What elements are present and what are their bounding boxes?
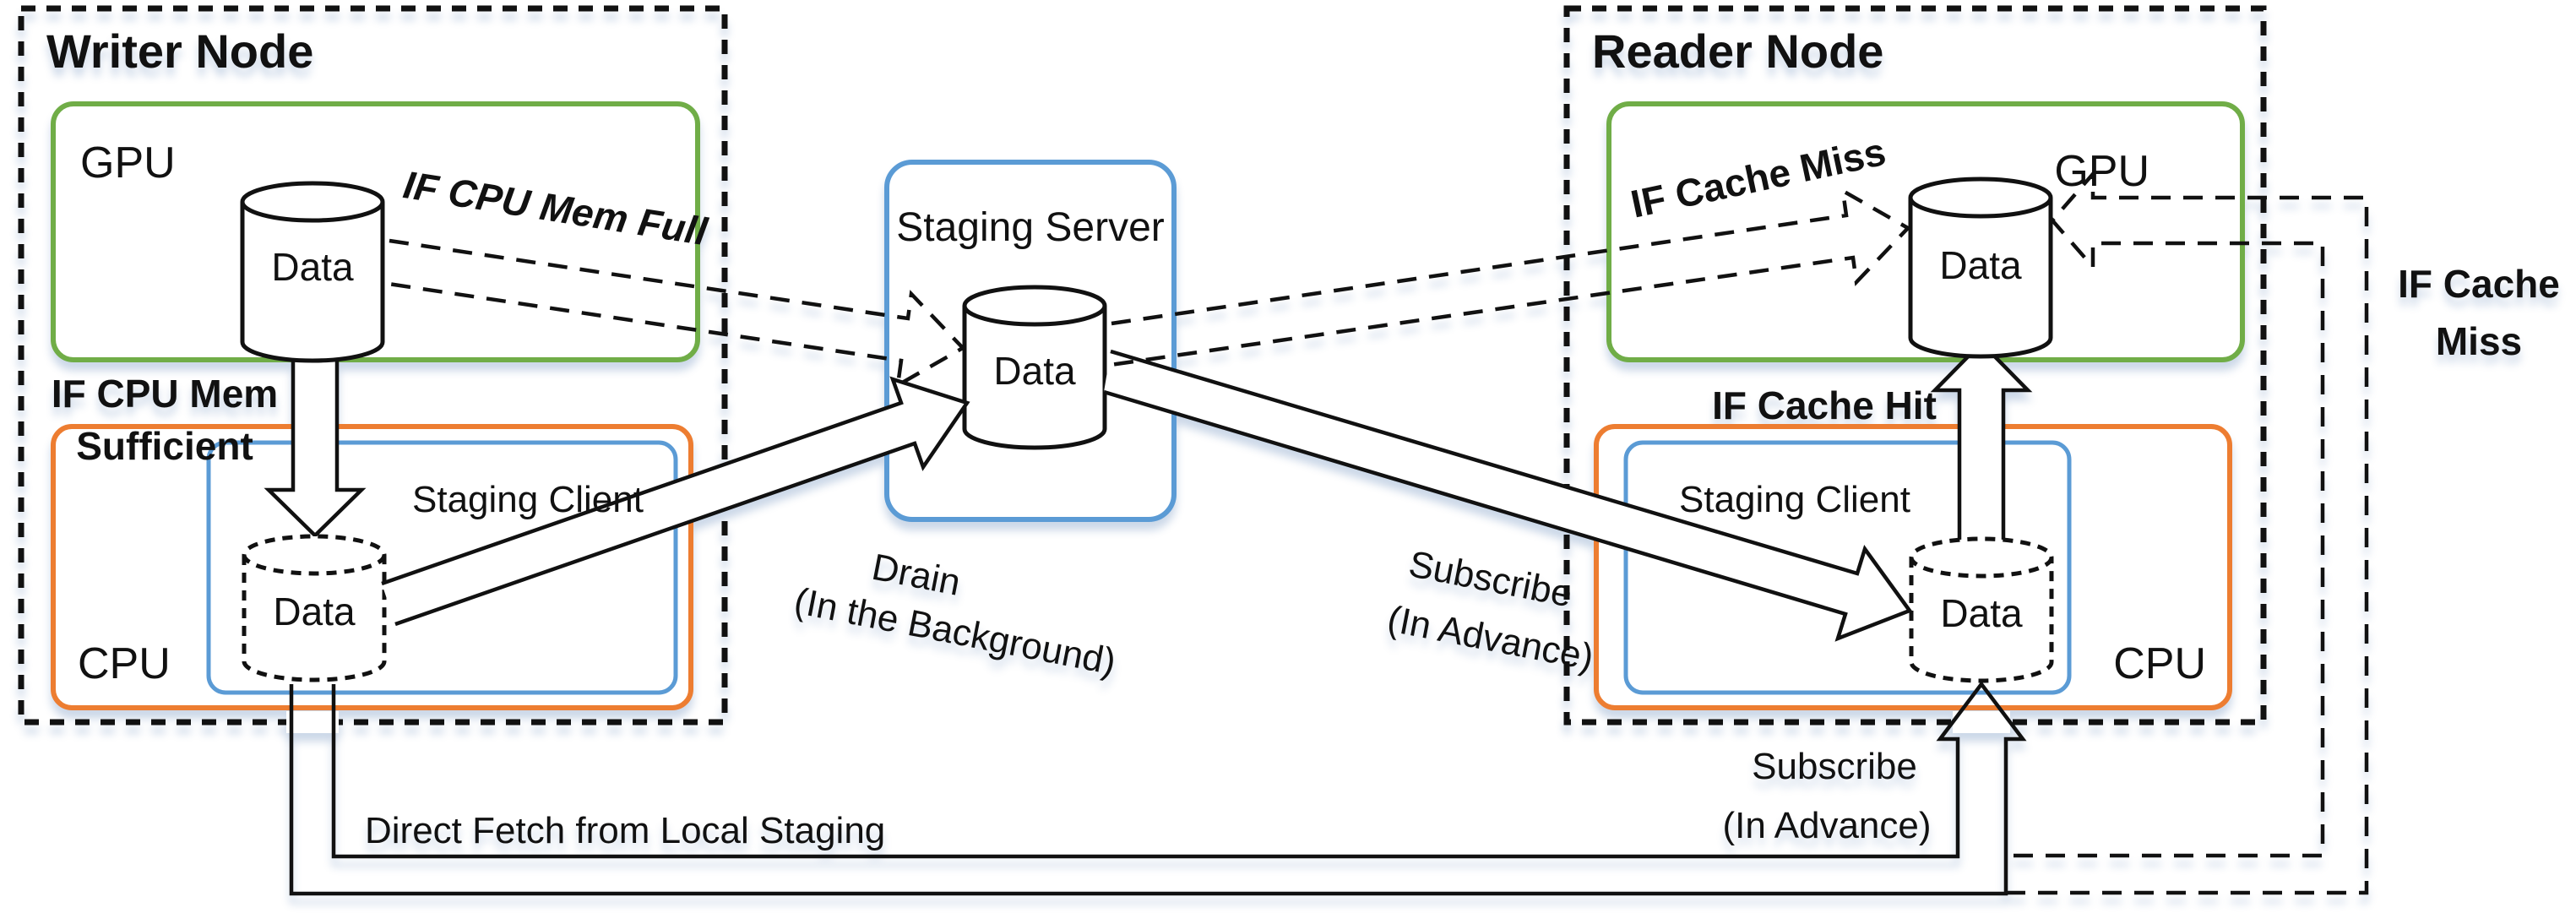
arrow-if-cache-miss-from-server xyxy=(1104,187,1911,368)
arrow-direct-fetch xyxy=(289,681,2027,896)
reader-border-gap xyxy=(1953,711,2010,733)
server-data-cylinder xyxy=(962,285,1107,450)
arrow-if-cpu-mem-full xyxy=(382,238,966,389)
label-subscribe-below-line2: (In Advance) xyxy=(1722,805,1931,846)
server-data-label: Data xyxy=(993,349,1076,393)
writer-cpu-label: CPU xyxy=(78,639,171,688)
arrow-gpu-to-cpu-staging xyxy=(264,361,367,539)
reader-gpu-data-cylinder xyxy=(1908,177,2053,359)
label-subscribe-below-line1: Subscribe xyxy=(1752,746,1917,787)
reader-staging-client-label: Staging Client xyxy=(1679,479,1910,520)
reader-node-box xyxy=(1563,5,2267,726)
reader-gpu-data-label: Data xyxy=(1939,243,2022,287)
reader-cpu-data-cylinder xyxy=(1909,536,2054,683)
writer-gpu-data-label: Data xyxy=(271,245,354,289)
label-if-cpu-mem-sufficient-line2: Sufficient xyxy=(76,424,253,468)
writer-cpu-data-label: Data xyxy=(273,590,356,633)
reader-cpu-data-label: Data xyxy=(1940,591,2023,635)
label-if-cache-miss-right-line2: Miss xyxy=(2436,319,2522,363)
writer-node-title: Writer Node xyxy=(46,24,313,78)
label-if-cache-miss-right-line1: IF Cache xyxy=(2398,262,2560,306)
writer-gpu-label: GPU xyxy=(80,139,176,188)
reader-gpu-label: GPU xyxy=(2054,147,2149,196)
label-if-cpu-mem-sufficient-line1: IF CPU Mem xyxy=(52,372,278,416)
reader-node-title: Reader Node xyxy=(1592,24,1883,78)
writer-staging-client-label: Staging Client xyxy=(412,479,644,520)
writer-gpu-data-cylinder xyxy=(240,181,385,363)
writer-border-gap xyxy=(286,711,339,733)
staging-server-title: Staging Server xyxy=(896,205,1165,250)
arrow-drain xyxy=(381,376,970,627)
arrow-subscribe-from-server xyxy=(1103,349,1913,642)
label-direct-fetch: Direct Fetch from Local Staging xyxy=(365,810,885,851)
writer-cpu-data-cylinder xyxy=(242,534,387,682)
label-subscribe-server-line1: Subscribe xyxy=(1405,543,1575,615)
label-if-cache-hit: IF Cache Hit xyxy=(1712,383,1937,427)
label-drain-line1: Drain xyxy=(868,546,964,604)
reader-cpu-label: CPU xyxy=(2113,639,2206,688)
